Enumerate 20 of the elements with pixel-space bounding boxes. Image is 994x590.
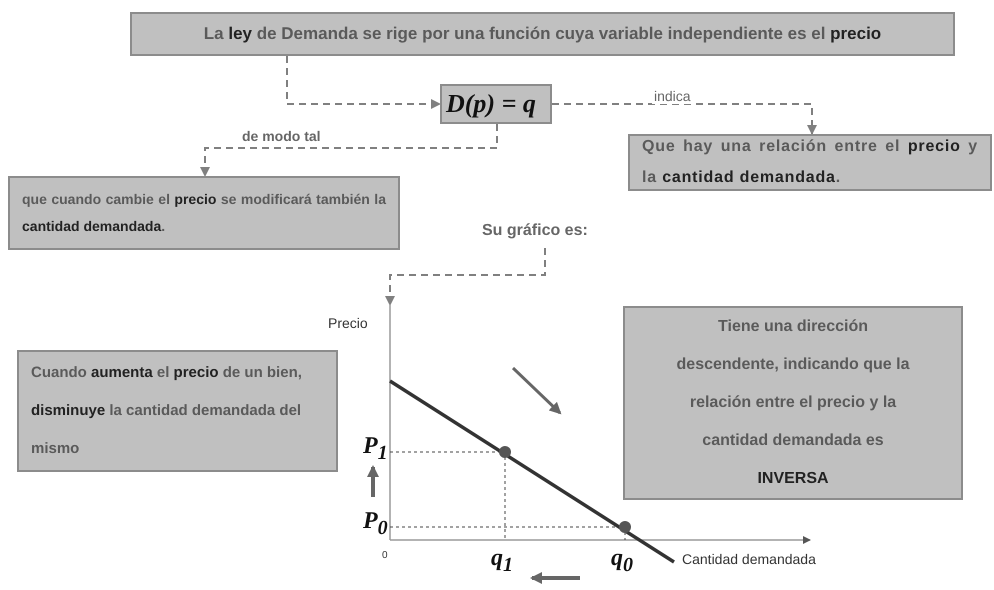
text-box: Cuando aumenta el precio de un bien, disminuye la cantidad demandada del mismo: [17, 350, 338, 472]
text-box: Tiene una dirección descendente, indicando que la relación entre el precio y la cantidad demandada es INVERSA: [623, 306, 963, 500]
statement-box: La ley de Demanda se rige por una función cuya variable independiente es el precio: [130, 12, 955, 56]
axis-label: 0: [382, 550, 388, 561]
caption-text: Su gráfico es:: [482, 222, 608, 248]
edge-label: indica: [652, 88, 693, 104]
axis-symbol: P$_{0}$: [363, 508, 388, 540]
formula-box: D(p) = q: [440, 84, 552, 124]
axis-symbol: q$_{1}$: [491, 545, 513, 577]
axis-symbol: P$_{1}$: [363, 433, 388, 465]
axis-symbol: q$_{0}$: [611, 545, 633, 577]
dashed-arrow: [286, 56, 441, 109]
dashed-arrow: [385, 248, 546, 306]
text-box: que cuando cambie el precio se modificará también la cantidad demandada.: [8, 176, 400, 250]
axis-label: Precio: [328, 315, 368, 331]
dashed-arrow: [552, 103, 817, 135]
axis-label: Cantidad demandada: [682, 551, 816, 567]
text-box: Que hay una relación entre el precio y la cantidad demandada.: [628, 134, 992, 191]
dashed-arrow: [200, 124, 498, 177]
edge-label: de modo tal: [240, 128, 323, 144]
